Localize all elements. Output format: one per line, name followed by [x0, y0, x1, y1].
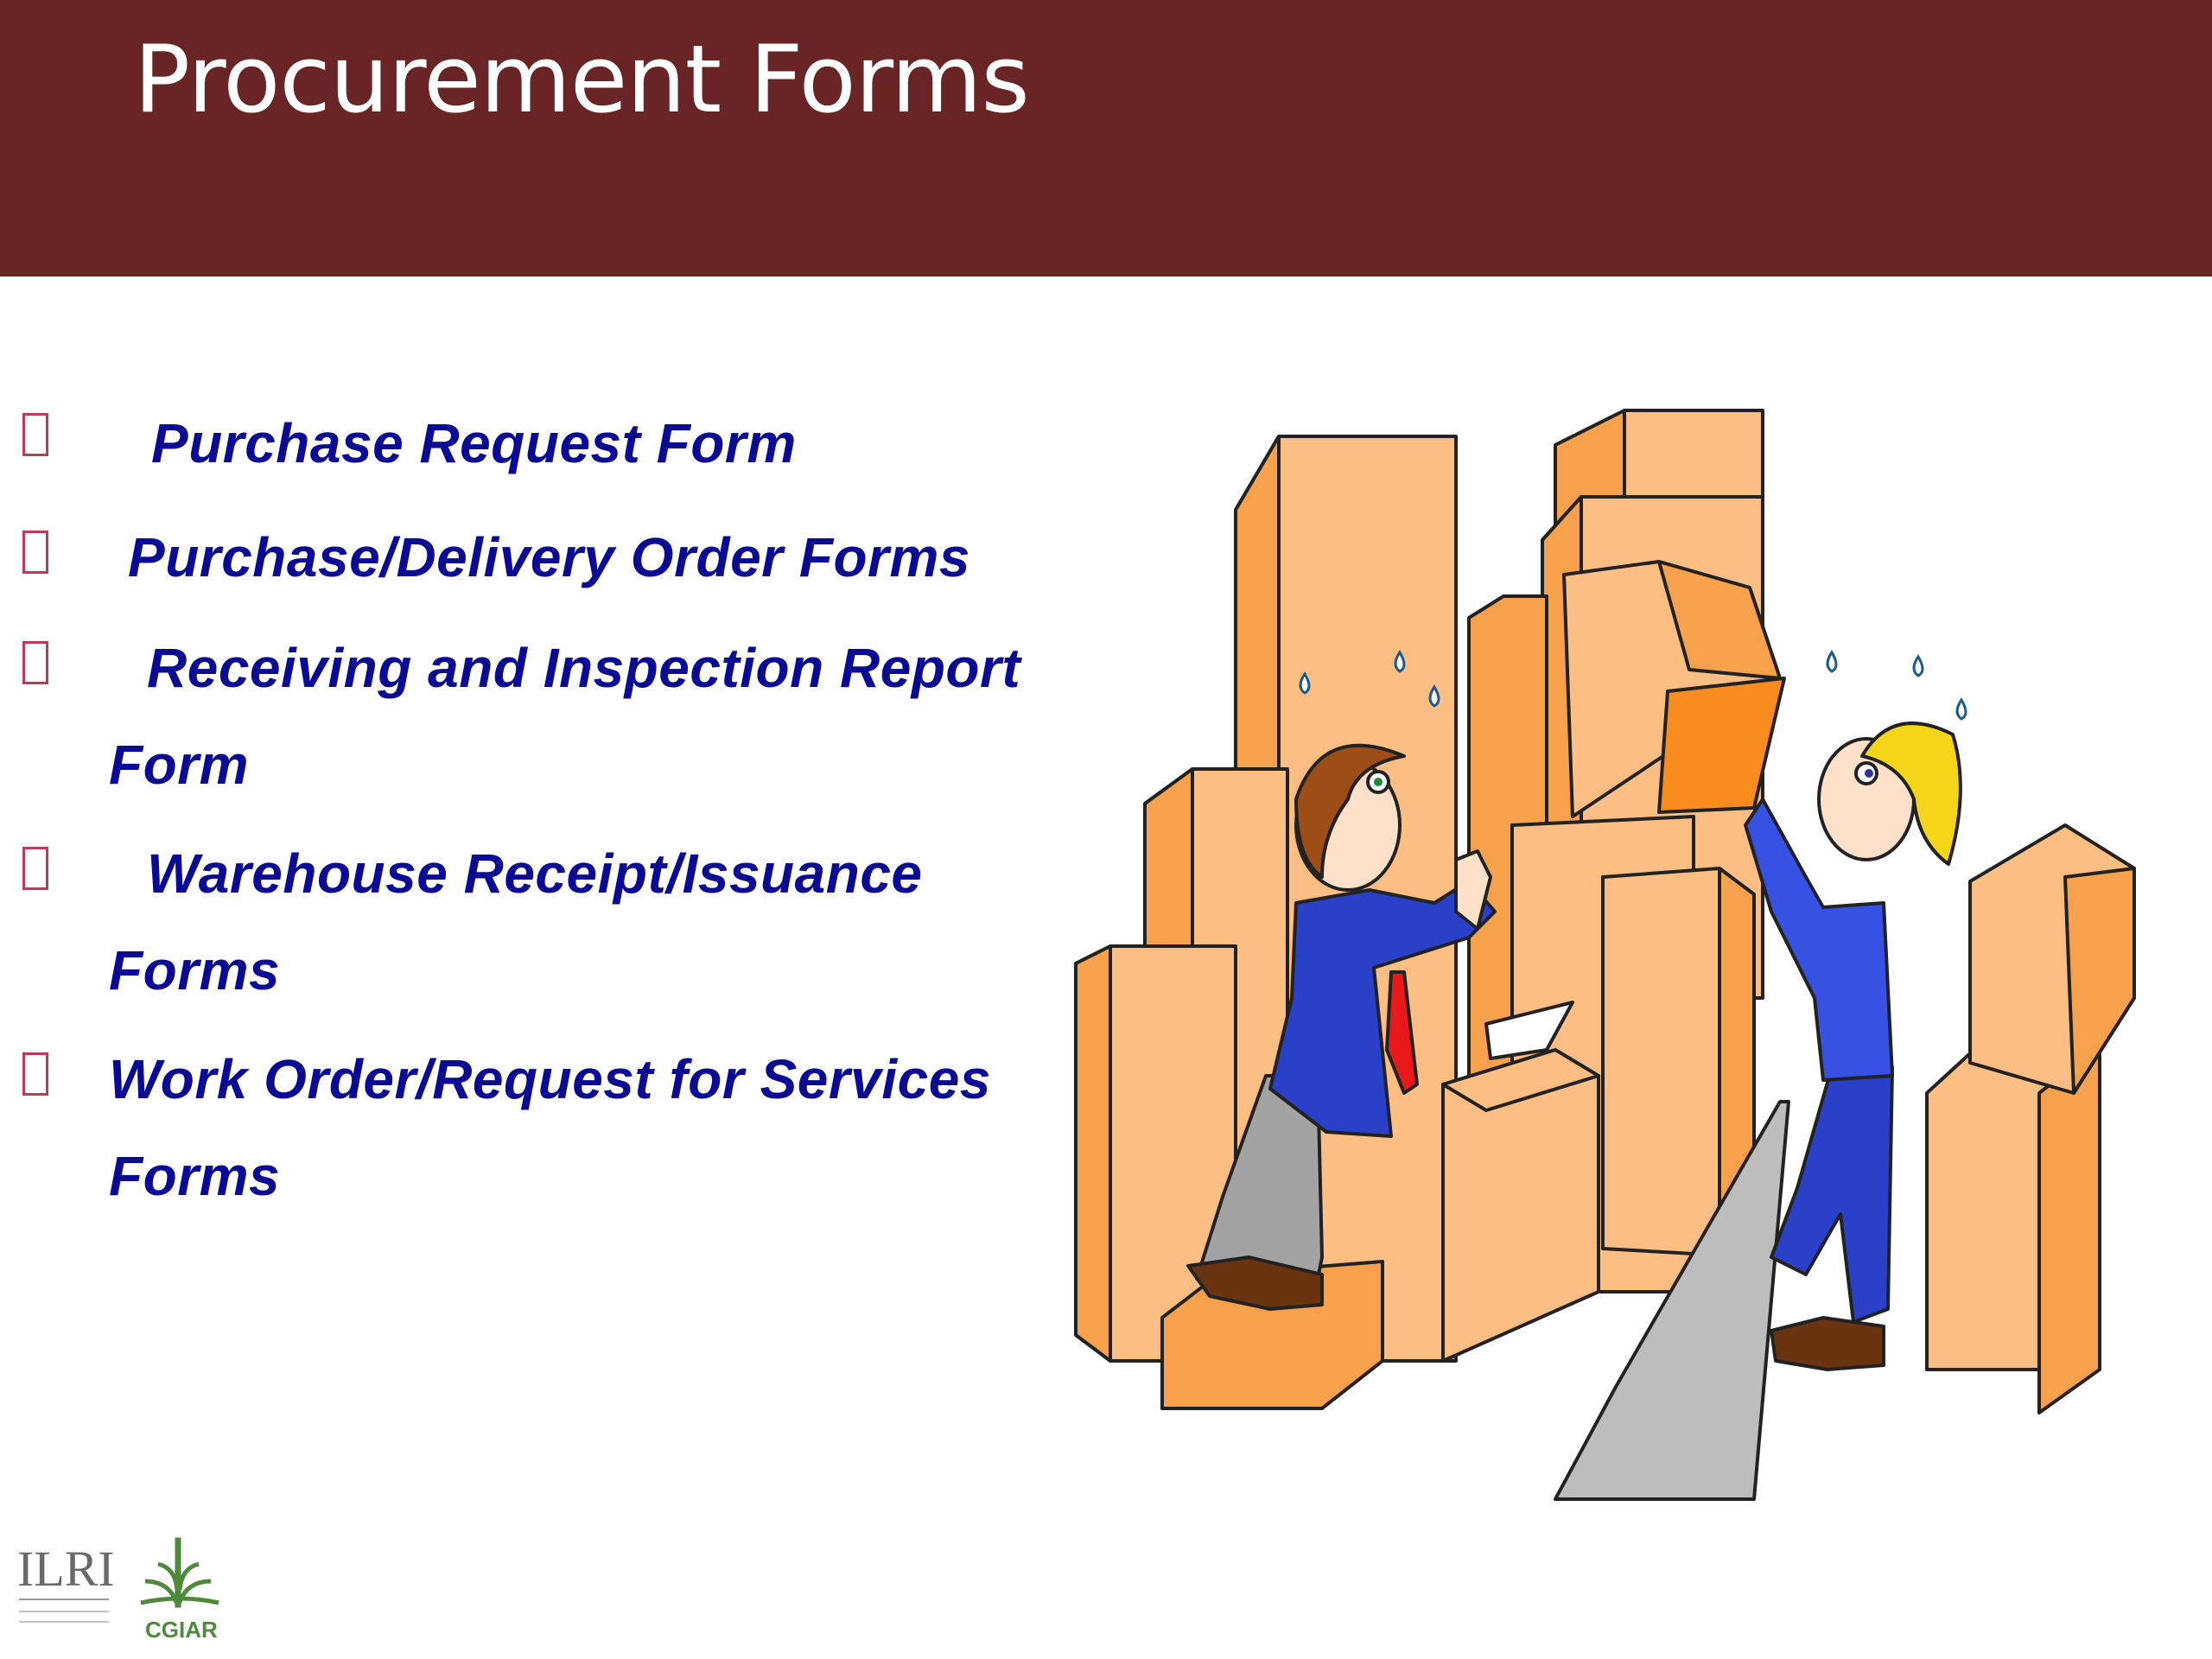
cgiar-logo-text: CGIAR: [145, 1617, 218, 1643]
box-shape: [1441, 1048, 1600, 1112]
box-shape: [2037, 1044, 2101, 1414]
box-shape: [1074, 944, 1112, 1363]
worker-right-body: [1744, 798, 1894, 1082]
worker-left-hand: [1454, 849, 1492, 931]
slide-title: Procurement Forms: [134, 26, 1030, 134]
worker-right-shoe: [1770, 1316, 1885, 1371]
bullet-receiving-inspection: Receiving and Inspection Report: [147, 637, 1021, 699]
bullet-receiving-inspection-cont: Form: [109, 734, 249, 796]
sweat-drop-icon: [1428, 684, 1440, 708]
slide-header-bar: Procurement Forms: [0, 0, 2212, 276]
box-shape: [2063, 867, 2136, 1095]
bullet-warehouse-receipt: Warehouse Receipt/Issuance: [147, 842, 923, 905]
bullet-work-order: Work Order/Request for Services: [109, 1048, 991, 1110]
worker-right-leg: [1770, 1065, 1894, 1324]
sweat-drop-icon: [1299, 671, 1311, 695]
bullet-icon: [22, 641, 48, 684]
bullet-icon: [22, 531, 48, 574]
bullet-warehouse-receipt-cont: Forms: [109, 939, 281, 1001]
sweat-drop-icon: [1955, 697, 1967, 721]
worker-right-hardhat: [1860, 721, 1962, 866]
bullet-list: Purchase Request Form Purchase/Delivery …: [0, 0, 1210, 1296]
cgiar-wheat-icon: [140, 1537, 219, 1608]
sweat-drop-icon: [1394, 650, 1406, 673]
worker-left-tie: [1385, 970, 1419, 1095]
footer-logos: ILRI CGIAR: [17, 1537, 219, 1643]
bullet-icon: [22, 1052, 48, 1096]
paper-note-shape: [1484, 1001, 1574, 1060]
worker-left-body: [1268, 880, 1497, 1138]
sweat-drop-icon: [1912, 654, 1924, 677]
bullet-work-order-cont: Forms: [109, 1145, 281, 1207]
ramp-shape: [1554, 1100, 1790, 1501]
ilri-logo-text: ILRI: [17, 1541, 115, 1597]
worker-left-shoe: [1186, 1255, 1324, 1311]
bullet-purchase-delivery: Purchase/Delivery Order Forms: [128, 526, 970, 588]
worker-left-hair: [1294, 743, 1406, 879]
sweat-drop-icon: [1826, 650, 1838, 673]
bullet-icon: [22, 413, 48, 456]
box-shape: [1657, 677, 1786, 814]
warehouse-workers-illustration: [1074, 409, 2136, 1501]
bullet-icon: [22, 847, 48, 890]
bullet-purchase-request: Purchase Request Form: [151, 412, 797, 474]
